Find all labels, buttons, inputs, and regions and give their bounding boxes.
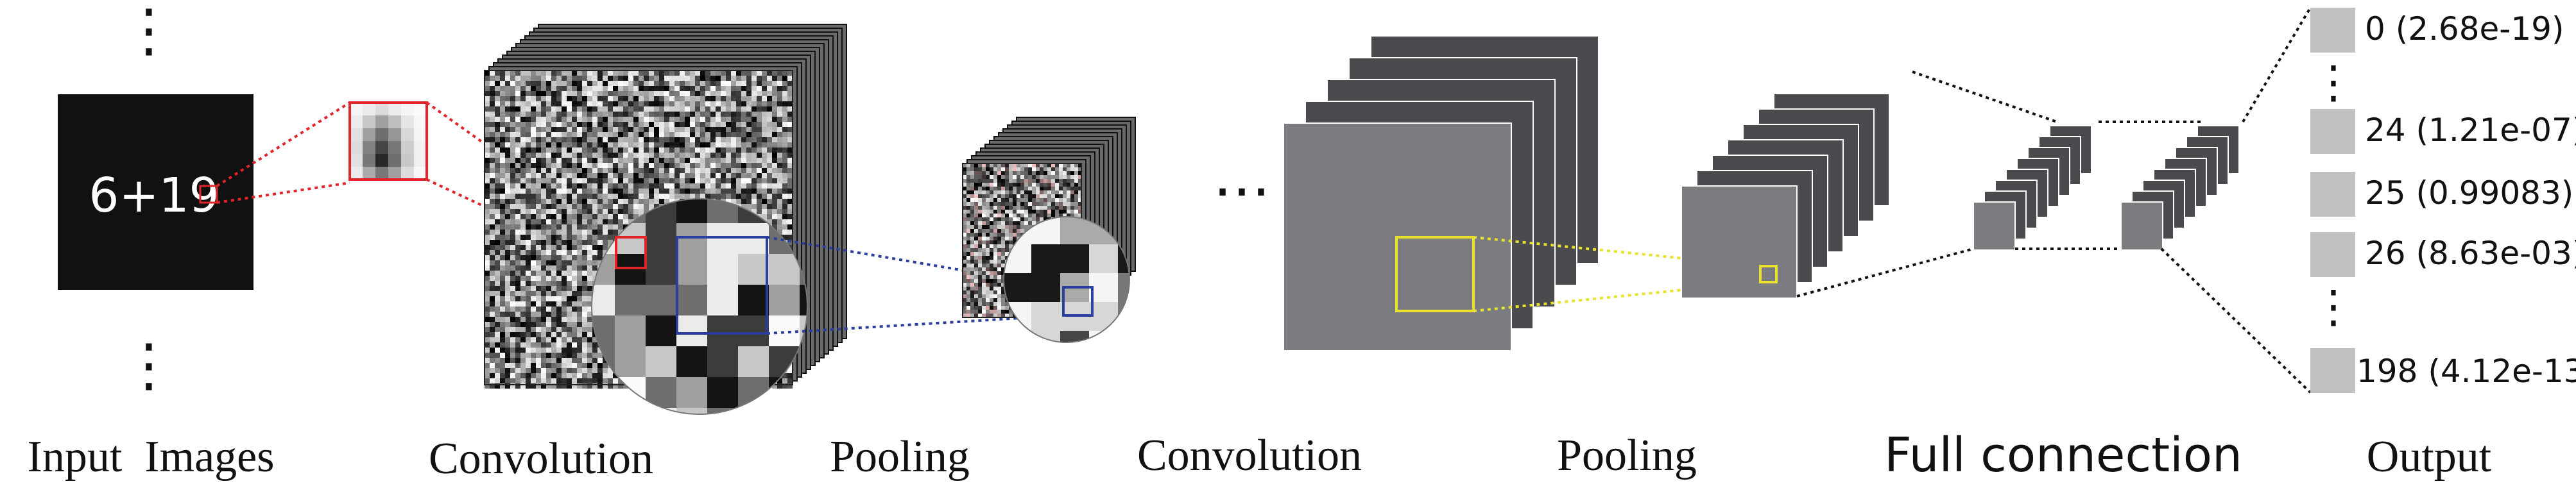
output-node-198 bbox=[2310, 348, 2355, 393]
input-image-text: 6+19 bbox=[89, 168, 219, 223]
input-dots-bottom: ⋮ bbox=[120, 332, 178, 399]
stage-label-pool1: Pooling bbox=[830, 432, 970, 482]
output-node-0 bbox=[2310, 8, 2355, 53]
pool2-fc-line-bottom bbox=[1796, 248, 1974, 298]
input-section: ⋮ 6+19 ⋮ bbox=[58, 0, 253, 399]
between-ellipsis: … bbox=[1213, 142, 1271, 210]
output-label-0: 0 (2.68e-19) bbox=[2365, 10, 2564, 47]
output-nodes: 0 (2.68e-19) ⋮ 24 (1.21e-07) 25 (0.99083… bbox=[2310, 8, 2576, 393]
input-zoom-line-bottom bbox=[216, 181, 350, 204]
conv1-kernel-blue bbox=[676, 236, 768, 335]
fc-layer-1 bbox=[1973, 125, 2092, 251]
output-node-26 bbox=[2310, 232, 2355, 277]
fc-layer-2 bbox=[2120, 125, 2240, 251]
stage-label-conv2: Convolution bbox=[1137, 431, 1362, 480]
output-dots-upper: ⋮ bbox=[2311, 56, 2356, 108]
zoomed-input-patch bbox=[348, 101, 428, 181]
stage-labels: Input Images Convolution Pooling Convolu… bbox=[28, 428, 2492, 483]
stage-label-output: Output bbox=[2367, 432, 2492, 482]
conv2-receptive-field bbox=[1395, 236, 1475, 312]
conv-pool-line-top bbox=[766, 236, 1064, 289]
stage-label-input: Input Images bbox=[28, 432, 275, 482]
stage-label-pool2: Pooling bbox=[1557, 431, 1697, 480]
fc2-output-line-bottom bbox=[2160, 248, 2312, 394]
pool2-feature-maps bbox=[1681, 93, 1890, 299]
conv-pool-line-bottom bbox=[766, 314, 1064, 335]
output-node-25 bbox=[2310, 172, 2355, 217]
input-patch-highlight bbox=[199, 185, 218, 204]
input-zoom-line-top bbox=[216, 101, 351, 187]
output-label-24: 24 (1.21e-07) bbox=[2365, 112, 2576, 149]
fc2-output-line-top bbox=[2242, 6, 2312, 123]
output-label-25: 25 (0.99083) bbox=[2365, 174, 2573, 212]
stage-label-full-connection: Full connection bbox=[1884, 428, 2242, 483]
conv1-kernel-red bbox=[615, 236, 647, 269]
output-dots-lower: ⋮ bbox=[2311, 280, 2356, 333]
output-node-24 bbox=[2310, 109, 2355, 154]
stage-label-conv1: Convolution bbox=[429, 434, 653, 483]
pool1-window-blue bbox=[1062, 286, 1094, 317]
pool2-window bbox=[1759, 265, 1778, 283]
pool2-fc-line-top bbox=[1912, 71, 2057, 123]
input-dots-top: ⋮ bbox=[120, 0, 178, 64]
conv2-feature-maps bbox=[1283, 35, 1599, 351]
output-label-26: 26 (8.63e-03) bbox=[2365, 235, 2576, 272]
output-label-198: 198 (4.12e-13) bbox=[2357, 353, 2576, 390]
input-image bbox=[58, 94, 253, 290]
